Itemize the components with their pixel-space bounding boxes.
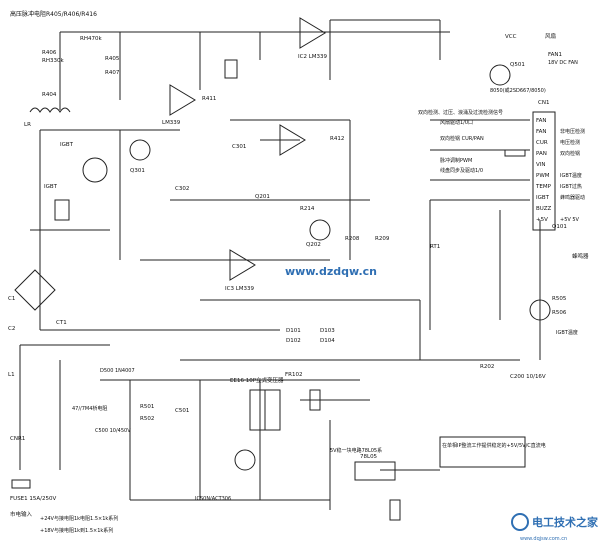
pin-label: IGBT: [536, 195, 550, 201]
fan-label: 风扇: [545, 32, 556, 40]
rt1-label: RT1: [430, 244, 440, 250]
mains-label: 市电输入: [10, 510, 33, 518]
cnr1-label: CNR1: [10, 436, 25, 442]
igbt-q1-label: IGBT: [60, 142, 74, 148]
right-label: 双向检锅: [560, 150, 580, 157]
r209-label: R209: [375, 236, 390, 242]
igbt-temp-label: IGBT温度: [556, 329, 578, 336]
d104-label: D104: [320, 338, 335, 344]
cn1-pins: FAN FAN CUR PAN VIN PWM TEMP IGBT BUZZ +…: [535, 118, 552, 223]
supply-note: 在单相IP整流工作提供稳定的+5V/5V/C直流电: [442, 442, 546, 449]
r501-label: R501: [140, 404, 154, 410]
r202-label: R202: [480, 364, 494, 370]
watermark-url: www.dqjsw.com.cn: [520, 536, 567, 542]
fan-ctrl-label: 风扇驱动1/0口: [440, 119, 473, 126]
pin-label: FAN: [536, 129, 547, 135]
hv-section-title: 高压脉冲电阻R405/R406/R416: [10, 10, 97, 18]
right-label: +5V 5V: [560, 217, 580, 223]
r404-label: R404: [42, 92, 57, 98]
pwm-out-label: 脉冲调制PWM: [440, 157, 472, 164]
pin-label: PAN: [536, 151, 547, 157]
buzzer-label: 蜂鸣器: [572, 252, 589, 260]
q501-label: Q501: [510, 62, 525, 68]
c500-label: C500 10/450V: [95, 428, 131, 434]
r214-label: R214: [300, 206, 315, 212]
q301-label: Q301: [130, 168, 145, 174]
dc-fan-label: 18V DC FAN: [548, 60, 578, 66]
bridge-label: 47//7M4桥电阻: [72, 405, 107, 412]
q101-label: Q101: [552, 224, 567, 230]
ct1-label: CT1: [56, 320, 67, 326]
pin-label: TEMP: [535, 184, 552, 190]
r208-label: R208: [345, 236, 360, 242]
c2-label: C2: [8, 326, 15, 332]
r506-label: R506: [552, 310, 567, 316]
cn1-label: CN1: [538, 100, 549, 106]
d500-label: D500 1N4007: [100, 368, 135, 374]
fuse-label: FUSE1 15A/250V: [10, 496, 57, 502]
pin-label: +5V: [536, 217, 548, 223]
dvd-note: 双向检测、过压、浪涌及过流检测信号: [418, 109, 503, 116]
r330k-label: RH330k: [42, 58, 64, 64]
c301-label: C301: [232, 144, 246, 150]
right-label: 蜂鸣器驱动: [560, 194, 585, 201]
fan-part-label: FAN1: [548, 52, 562, 58]
ee16-label: EE16 10P立式变压器: [230, 376, 284, 384]
pin-label: VIN: [536, 162, 546, 168]
brand-logo: 电工技术之家 www.dqjsw.com.cn: [511, 513, 599, 542]
pin-label: PWM: [536, 173, 550, 179]
q202-label: Q202: [306, 242, 321, 248]
v5v-label: 5V稳一块电路78L05系: [330, 447, 382, 454]
vcc-label: VCC: [505, 34, 517, 40]
r502-label: R502: [140, 416, 154, 422]
watermark-mid: www.dzdqw.cn: [285, 265, 377, 278]
power1-label: +24V与接电阻1k电阻1.5×1k系列: [40, 515, 118, 522]
lr-label: LR: [24, 122, 31, 128]
cn1-descriptions: 非电压检测 电压检测 双向检锅 IGBT温度 IGBT过热 蜂鸣器驱动 +5V …: [560, 128, 585, 223]
u501-label: 78L05: [360, 454, 378, 460]
components: [11, 17, 556, 521]
right-label: 电压检测: [560, 139, 580, 146]
q201-label: Q201: [255, 194, 270, 200]
c200-label: C200 10/16V: [510, 374, 546, 380]
r412-label: R412: [330, 136, 344, 142]
d101-label: D101: [286, 328, 301, 334]
u3-label: IC3 LM339: [225, 286, 255, 292]
l1-label: L1: [8, 372, 15, 378]
r406-label: R406: [42, 50, 57, 56]
r411-label: R411: [202, 96, 216, 102]
sync-label: 线盘同步及驱动1/0: [440, 167, 483, 174]
q501-note: 8050(或2SD667/8050): [490, 87, 546, 94]
pan-check-label: 双向检锅 CUR/PAN: [440, 135, 484, 142]
r505-label: R505: [552, 296, 567, 302]
right-label: IGBT温度: [560, 172, 582, 179]
r407-label: R407: [105, 70, 120, 76]
right-label: IGBT过热: [560, 183, 582, 190]
pin-label: FAN: [536, 118, 547, 124]
pin-label: CUR: [536, 140, 548, 146]
c302-label: C302: [175, 186, 189, 192]
pin-label: BUZZ: [536, 206, 551, 212]
d102-label: D102: [286, 338, 301, 344]
ic501-label: ICS0N/ACT306: [195, 496, 231, 502]
d103-label: D103: [320, 328, 335, 334]
rf-label: RH470k: [80, 36, 102, 42]
c501-label: C501: [175, 408, 189, 414]
right-label: 非电压检测: [560, 128, 585, 135]
c1-label: C1: [8, 296, 15, 302]
r405-label: R405: [105, 56, 120, 62]
brand-label: 电工技术之家: [532, 515, 599, 529]
fr102-label: FR102: [285, 372, 302, 378]
u2-label: IC2 LM339: [298, 54, 328, 60]
opamp-lm339-label: LM339: [162, 120, 181, 126]
power2-label: +18V与接电阻1k到1.5×1k系列: [40, 527, 113, 534]
igbt-q2-label: IGBT: [44, 184, 58, 190]
